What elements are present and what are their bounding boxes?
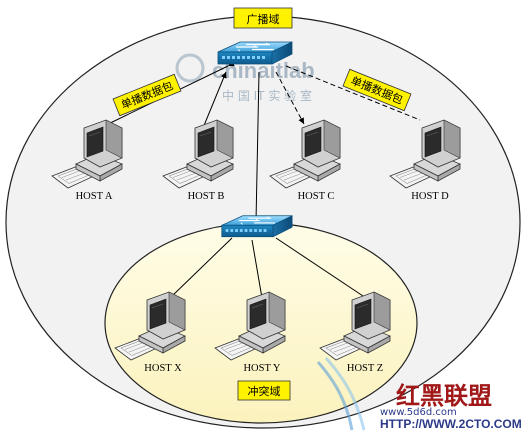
host-d-label: HOST D [411,191,449,202]
svg-text:冲突域: 冲突域 [248,384,281,398]
broadcast-domain-label: 广播域 [233,7,293,29]
link-host-z [275,237,367,299]
link-host-y [251,239,263,299]
svg-text:红黑联盟: 红黑联盟 [396,381,492,410]
link-host-x [169,237,233,299]
svg-text:HTTP://WWW.2CTO.COM: HTTP://WWW.2CTO.COM [380,417,522,431]
uplink-line [255,71,260,223]
hongheilianmeng-watermark: 红黑联盟 www.5d6d.com HTTP://WWW.2CTO.COM [316,357,522,431]
host-x-label: HOST X [144,363,182,374]
host-a-label: HOST A [76,191,113,202]
collision-domain-label: 冲突域 [237,380,291,401]
link-host-c [275,71,305,125]
link-host-b [202,71,227,129]
host-z-label: HOST Z [347,363,383,374]
link-host-d [285,65,421,121]
svg-text:www.5d6d.com: www.5d6d.com [380,407,457,418]
svg-text:广播域: 广播域 [247,12,280,26]
host-b-label: HOST B [188,191,225,202]
svg-text:中 国 IT 实 验 室: 中 国 IT 实 验 室 [222,88,312,103]
host-y-label: HOST Y [243,363,280,374]
host-c-label: HOST C [298,191,335,202]
